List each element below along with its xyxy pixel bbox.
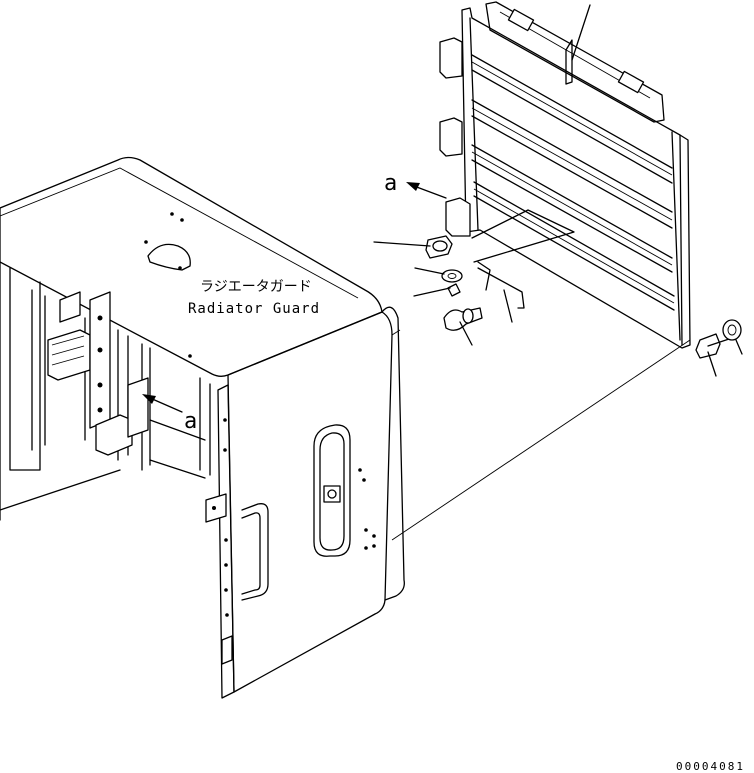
drawing-number: 00004081 <box>676 760 745 773</box>
radiator-guard-label-jp: ラジエータガード <box>200 279 312 295</box>
view-arrow-upper <box>406 182 447 199</box>
view-mark-upper: a <box>384 171 397 196</box>
radiator-guard-label-en: Radiator Guard <box>188 301 320 317</box>
fastener-group <box>425 235 742 359</box>
view-arrow-lower <box>142 394 183 413</box>
view-mark-lower: a <box>184 409 197 434</box>
leader-lines <box>373 4 743 541</box>
radiator-guard-part <box>439 1 691 349</box>
machine-cover-assembly <box>0 156 405 699</box>
